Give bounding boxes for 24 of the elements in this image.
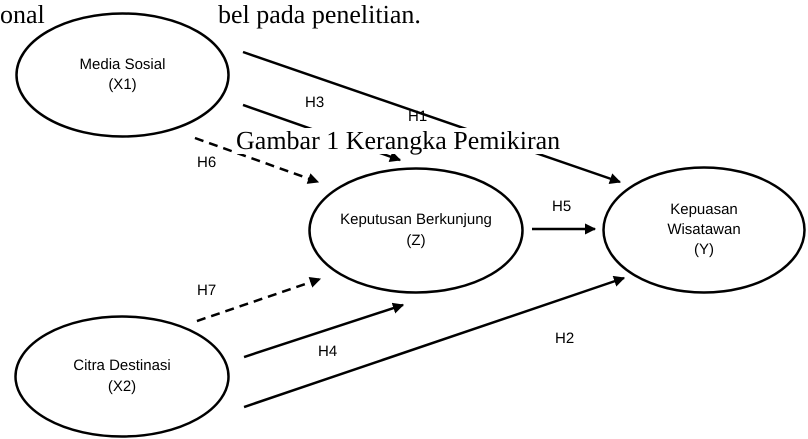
figure-caption: Gambar 1 Kerangka Pemikiran bbox=[236, 128, 560, 154]
variable-name: Keputusan Berkunjung bbox=[340, 210, 492, 230]
variable-name: Kepuasan Wisatawan bbox=[666, 200, 742, 240]
arrow bbox=[532, 223, 596, 235]
dashed-arrow bbox=[194, 136, 320, 184]
edge-label: H7 bbox=[197, 283, 216, 298]
edge-label: H6 bbox=[197, 155, 216, 170]
edge-label: H5 bbox=[552, 199, 572, 214]
variable-name: Media Sosial bbox=[80, 54, 166, 75]
dashed-arrow bbox=[196, 276, 322, 322]
variable-ellipse bbox=[308, 167, 524, 294]
edge-label: H3 bbox=[305, 95, 324, 110]
variable-code: (X2) bbox=[106, 376, 138, 396]
variable-code: (X1) bbox=[107, 75, 138, 95]
variable-ellipse bbox=[14, 315, 230, 438]
arrow bbox=[244, 302, 404, 358]
arrow bbox=[244, 276, 626, 408]
variable-name: Citra Destinasi bbox=[73, 356, 171, 376]
edge-label: H2 bbox=[555, 331, 574, 346]
variable-code: (Z) bbox=[405, 230, 427, 250]
variable-ellipse bbox=[602, 166, 806, 294]
body-text: bel pada penelitian. bbox=[218, 2, 421, 28]
variable-code: (Y) bbox=[693, 240, 715, 260]
edge-label: H4 bbox=[318, 344, 338, 359]
